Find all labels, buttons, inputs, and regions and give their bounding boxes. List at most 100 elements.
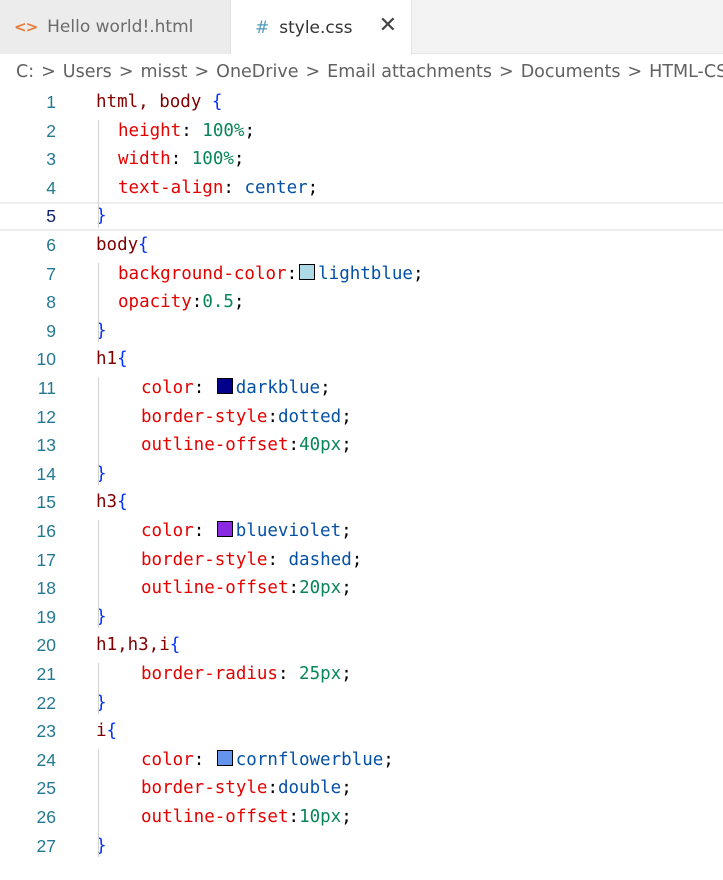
code-line[interactable]: 19}	[0, 603, 723, 632]
chevron-right-icon: >	[305, 62, 321, 82]
token-end: ;	[307, 177, 319, 198]
token-kw: blueviolet	[235, 521, 342, 541]
color-swatch-icon[interactable]	[216, 749, 233, 766]
token-brace: {	[106, 721, 118, 742]
code-line[interactable]: 17 border-style: dashed;	[0, 546, 723, 575]
breadcrumb-item[interactable]: Documents	[520, 62, 621, 82]
code-line[interactable]: 9}	[0, 317, 723, 346]
breadcrumb-item[interactable]: C:	[16, 62, 35, 82]
token-sel: h1,h3,i	[96, 635, 170, 656]
token-kw: dashed	[288, 549, 352, 570]
token-prop: text-align	[118, 177, 224, 198]
code-line[interactable]: 14}	[0, 460, 723, 489]
color-swatch-icon[interactable]	[216, 521, 233, 537]
line-number: 11	[37, 378, 56, 398]
token-end: ;	[233, 149, 245, 170]
tab-label: Hello world!.html	[47, 17, 194, 37]
token-val: 10px	[299, 807, 342, 827]
code-text: background-color:lightblue;	[118, 260, 424, 289]
token-sep: :	[267, 549, 289, 570]
code-text: i{	[96, 717, 117, 746]
line-number: 17	[36, 549, 56, 570]
line-number: 3	[46, 149, 56, 170]
color-swatch-icon[interactable]	[216, 378, 233, 394]
token-end: ;	[351, 549, 363, 570]
token-end: ;	[341, 435, 352, 456]
token-prop: border-style	[141, 549, 268, 570]
breadcrumb-item[interactable]: HTML-CSS-JS	[649, 62, 723, 82]
token-brace: {	[138, 235, 149, 255]
breadcrumb-item[interactable]: Email attachments	[327, 62, 493, 82]
chevron-right-icon: >	[499, 62, 514, 82]
line-number: 9	[46, 320, 56, 341]
line-number: 18	[36, 578, 56, 599]
code-text: }	[96, 603, 107, 632]
breadcrumb-item[interactable]: OneDrive	[216, 62, 299, 82]
code-line[interactable]: 11 color: darkblue;	[0, 374, 723, 403]
code-text: color: blueviolet;	[141, 517, 352, 546]
close-icon[interactable]: ✕	[378, 13, 397, 38]
token-prop: background-color	[118, 263, 287, 284]
code-line[interactable]: 23 i{	[0, 717, 723, 746]
token-kw: lightblue	[318, 263, 413, 284]
tab-style-css[interactable]: # style.css ✕	[231, 0, 412, 55]
color-swatch-icon[interactable]	[299, 263, 316, 280]
token-end: ;	[244, 120, 255, 141]
code-text: }	[96, 317, 107, 346]
code-text: outline-offset:20px;	[141, 574, 352, 603]
chevron-right-icon: >	[627, 62, 643, 82]
line-number: 8	[46, 292, 56, 313]
code-text: color: cornflowerblue;	[141, 746, 394, 775]
token-end: ;	[341, 664, 352, 684]
token-brace: }	[96, 606, 107, 627]
chevron-right-icon: >	[118, 62, 134, 82]
token-end: ;	[341, 578, 352, 599]
token-prop: outline-offset	[141, 435, 289, 456]
code-text: color: darkblue;	[141, 374, 331, 403]
breadcrumb-item[interactable]: Users	[62, 62, 112, 82]
token-sep: :	[193, 749, 215, 770]
token-brace: {	[117, 492, 128, 513]
token-kw: darkblue	[235, 378, 321, 398]
token-prop: opacity	[118, 292, 192, 313]
token-end: ;	[341, 807, 352, 827]
breadcrumb-item[interactable]: misst	[140, 62, 188, 82]
token-prop: border-style	[141, 778, 268, 799]
token-val: 100%	[191, 149, 234, 170]
line-number: 20	[36, 635, 56, 656]
token-end: ;	[233, 292, 245, 313]
indent-guide	[98, 377, 99, 486]
line-number: 23	[36, 721, 56, 742]
token-prop: border-style	[141, 406, 268, 427]
code-line[interactable]: 22}	[0, 689, 723, 718]
code-line[interactable]: 18 outline-offset:20px;	[0, 574, 723, 603]
token-sep: :	[288, 578, 300, 599]
token-val: 20px	[299, 578, 342, 599]
token-prop: height	[118, 120, 182, 141]
code-line[interactable]: 5}	[0, 202, 723, 231]
token-sep: :	[170, 149, 192, 170]
tab-hello-world-html[interactable]: <> Hello world!.html	[0, 0, 231, 54]
indent-guide	[98, 262, 99, 343]
code-line[interactable]: 27}	[0, 832, 723, 861]
token-sel: i	[96, 721, 107, 742]
code-line[interactable]: 3 width: 100%;	[0, 145, 723, 174]
code-text: width: 100%;	[118, 145, 244, 174]
